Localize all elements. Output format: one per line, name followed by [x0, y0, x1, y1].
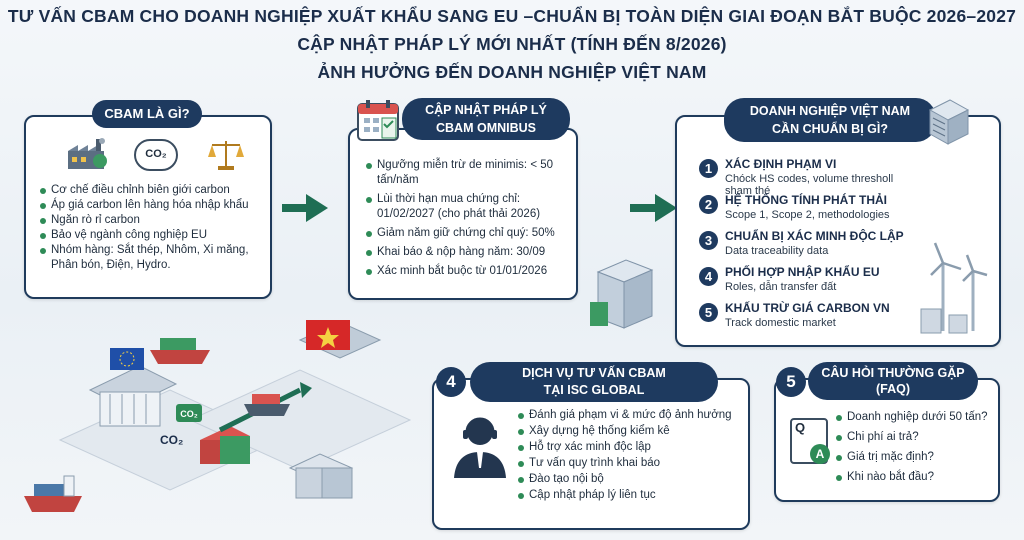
page-subtitle-2: ẢNH HƯỞNG ĐẾN DOANH NGHIỆP VIỆT NAM: [317, 62, 707, 82]
svg-text:CO₂: CO₂: [180, 409, 198, 419]
list-item: Lùi thời hạn mua chứng chỉ: 01/02/2027 (…: [364, 192, 569, 222]
step-item: 4 PHỐI HỢP NHẬP KHẨU EU Roles, dẫn trans…: [699, 265, 919, 301]
step-title: XÁC ĐỊNH PHẠM VI: [725, 157, 837, 171]
container-stack-icon: [200, 426, 250, 464]
step-subtitle: Chóck HS codes, volume thresholl sham th…: [725, 173, 894, 197]
ship-icon: [24, 475, 82, 512]
prepare-title-line2: CẦN CHUẨN BỊ GÌ?: [772, 122, 888, 136]
service-title: DỊCH VỤ TƯ VẤN CBAM TẠI ISC GLOBAL: [470, 362, 718, 402]
flow-arrow: [306, 194, 328, 222]
legal-list: Ngưỡng miễn trừ de minimis: < 50 tấn/năm…: [364, 158, 569, 279]
consultant-icon: [454, 417, 506, 478]
prepare-title-line1: DOANH NGHIỆP VIỆT NAM: [749, 104, 911, 118]
faq-list: Doanh nghiệp dưới 50 tấn? Chi phí ai trả…: [834, 410, 994, 485]
legal-title-line1: CẬP NHẬT PHÁP LÝ: [425, 103, 547, 117]
legal-title-line2: CBAM OMNIBUS: [436, 121, 536, 135]
list-item: Doanh nghiệp dưới 50 tấn?: [834, 410, 994, 425]
list-item: Tư vấn quy trình khai báo: [516, 456, 741, 471]
eu-flag-icon: [110, 348, 144, 370]
co2-label: CO₂: [160, 433, 183, 447]
step-title: PHỐI HỢP NHẬP KHẨU EU: [725, 265, 880, 279]
server-icon: [928, 99, 970, 145]
step-number: 4: [699, 267, 718, 286]
faq-number-badge: 5: [776, 367, 806, 397]
list-item: Bảo vệ ngành công nghiệp EU: [38, 228, 263, 243]
trade-illustration: CO₂ CO₂: [24, 320, 412, 512]
co2-cube-icon: CO₂: [176, 404, 202, 422]
step-subtitle: Data traceability data: [725, 245, 829, 257]
step-title: CHUẨN BỊ XÁC MINH ĐỘC LẬP: [725, 229, 904, 243]
list-item: Cập nhật pháp lý liên tục: [516, 488, 741, 503]
step-item: 2 HỆ THỐNG TÍNH PHÁT THẢI Scope 1, Scope…: [699, 193, 919, 229]
list-item: Ngăn rò rỉ carbon: [38, 213, 263, 228]
list-item: Đào tạo nội bộ: [516, 472, 741, 487]
page-subtitle: CẬP NHẬT PHÁP LÝ MỚI NHẤT (TÍNH ĐẾN 8/20…: [297, 34, 727, 54]
step-number: 1: [699, 159, 718, 178]
list-item: Áp giá carbon lên hàng hóa nhập khẩu: [38, 198, 263, 213]
vn-flag-icon: [298, 320, 382, 359]
list-item: Khai báo & nộp hàng năm: 30/09: [364, 245, 569, 260]
cbam-icons: CO₂: [66, 137, 246, 171]
cbam-list: Cơ chế điều chỉnh biên giới carbon Áp gi…: [38, 183, 263, 273]
list-item: Xây dựng hệ thống kiểm kê: [516, 424, 741, 439]
service-title-line2: TẠI ISC GLOBAL: [543, 383, 645, 397]
wind-turbine-icon: [920, 242, 988, 334]
ship-icon: [244, 394, 290, 416]
prepare-card: 1 XÁC ĐỊNH PHẠM VI Chóck HS codes, volum…: [675, 115, 1001, 347]
step-number: 3: [699, 231, 718, 250]
service-title-line1: DỊCH VỤ TƯ VẤN CBAM: [522, 366, 666, 380]
cbam-title: CBAM LÀ GÌ?: [92, 100, 202, 128]
list-item: Đánh giá phạm vi & mức độ ảnh hưởng: [516, 408, 741, 423]
step-item: 5 KHẤU TRỪ GIÁ CARBON VN Track domestic …: [699, 301, 919, 337]
step-number: 2: [699, 195, 718, 214]
list-item: Ngưỡng miễn trừ de minimis: < 50 tấn/năm: [364, 158, 569, 188]
list-item: Khi nào bắt đầu?: [834, 470, 994, 485]
container-stack-icon: [590, 259, 654, 329]
list-item: Chi phí ai trả?: [834, 430, 994, 445]
list-item: Xác minh bắt buộc từ 01/01/2026: [364, 264, 569, 279]
faq-a-icon: A: [810, 444, 830, 464]
step-title: KHẤU TRỪ GIÁ CARBON VN: [725, 301, 890, 315]
legal-card: Ngưỡng miễn trừ de minimis: < 50 tấn/năm…: [348, 128, 578, 300]
faq-title-line2: (FAQ): [875, 382, 911, 396]
faq-title: CÂU HỎI THƯỜNG GẶP (FAQ): [808, 362, 978, 400]
ship-icon: [150, 338, 210, 364]
flow-arrow: [655, 194, 677, 222]
step-title: HỆ THỐNG TÍNH PHÁT THẢI: [725, 193, 887, 207]
service-card: Đánh giá phạm vi & mức độ ảnh hưởng Xây …: [432, 378, 750, 530]
flow-arrow-shaft: [282, 204, 308, 212]
prepare-title: DOANH NGHIỆP VIỆT NAM CẦN CHUẨN BỊ GÌ?: [724, 98, 936, 142]
step-item: 3 CHUẨN BỊ XÁC MINH ĐỘC LẬP Data traceab…: [699, 229, 919, 265]
scale-icon: [208, 141, 244, 170]
list-item: Nhóm hàng: Sắt thép, Nhôm, Xi măng, Phân…: [38, 243, 263, 273]
faq-q-icon: Q: [795, 420, 806, 435]
calendar-icon: [357, 100, 399, 141]
step-item: 1 XÁC ĐỊNH PHẠM VI Chóck HS codes, volum…: [699, 157, 919, 197]
step-number: 5: [699, 303, 718, 322]
factory-icon: [68, 138, 107, 169]
flow-arrow-shaft: [630, 204, 656, 212]
cbam-card: CO₂ Cơ chế điều chỉnh biên giới carbon Á…: [24, 115, 272, 299]
step-subtitle: Track domestic market: [725, 317, 836, 329]
list-item: Hỗ trợ xác minh độc lập: [516, 440, 741, 455]
list-item: Giảm năm giữ chứng chỉ quý: 50%: [364, 226, 569, 241]
service-list: Đánh giá phạm vi & mức độ ảnh hưởng Xây …: [516, 408, 741, 503]
prepare-steps: 1 XÁC ĐỊNH PHẠM VI Chóck HS codes, volum…: [699, 157, 919, 337]
list-item: Cơ chế điều chỉnh biên giới carbon: [38, 183, 263, 198]
step-subtitle: Scope 1, Scope 2, methodologies: [725, 209, 890, 221]
page-title: TƯ VẤN CBAM CHO DOANH NGHIỆP XUẤT KHẨU S…: [7, 6, 1017, 26]
legal-title: CẬP NHẬT PHÁP LÝ CBAM OMNIBUS: [402, 98, 570, 140]
eu-building-icon: [88, 348, 178, 427]
service-number-badge: 4: [436, 367, 466, 397]
step-subtitle: Roles, dẫn transfer đất: [725, 281, 837, 293]
faq-title-line1: CÂU HỎI THƯỜNG GẶP: [821, 366, 965, 380]
list-item: Giá trị mặc định?: [834, 450, 994, 465]
port-building-icon: [288, 453, 354, 499]
co2-cloud-icon: CO₂: [134, 139, 178, 171]
